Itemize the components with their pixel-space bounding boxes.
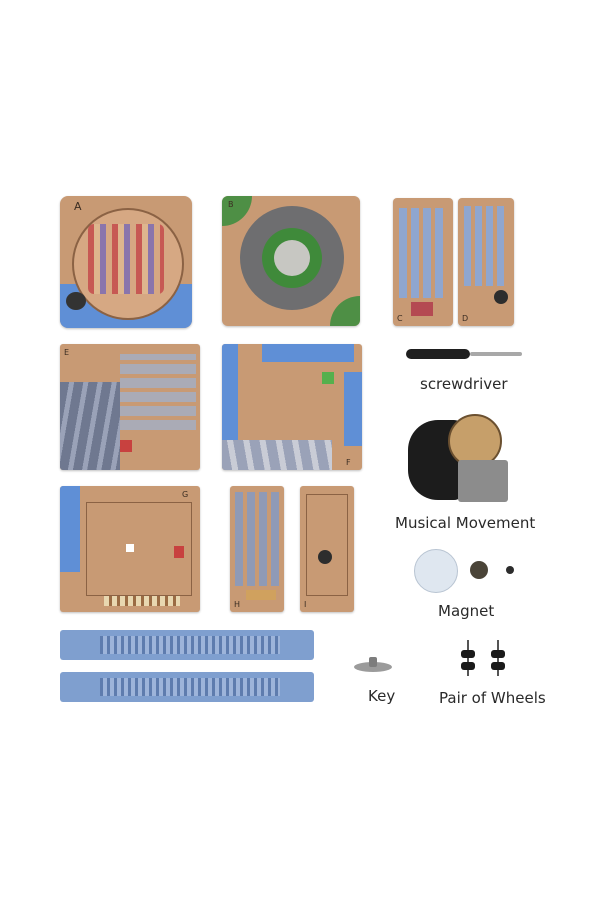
panel-g-base-outline [86, 502, 192, 596]
key-image [354, 657, 392, 677]
movement-metal-plate [458, 460, 508, 502]
panel-f-grey-street [222, 440, 332, 470]
wood-panel-d: D [458, 198, 514, 326]
wood-panel-i: I [300, 486, 354, 612]
key-label: Key [368, 687, 396, 705]
panel-g-center-hole [126, 544, 134, 552]
magnet-disc [470, 561, 488, 579]
skyline-strip-top [60, 630, 314, 660]
panel-f-blue-left [222, 344, 238, 440]
panel-f-letter: F [346, 458, 351, 467]
panel-g-base-buildings [104, 596, 180, 606]
panel-e-red-sign [120, 440, 132, 452]
magnet-image [414, 549, 524, 593]
panel-d-letter: D [462, 314, 469, 323]
panel-e-letter: E [64, 348, 70, 357]
magnet-label: Magnet [438, 602, 495, 620]
musical-movement-image [408, 414, 512, 506]
panel-g-red-sign [174, 546, 184, 558]
panel-c-red-detail [411, 302, 433, 316]
panel-c-blue-slats [399, 208, 447, 298]
wood-panel-g: G [60, 486, 200, 612]
musical-movement-label: Musical Movement [395, 514, 536, 532]
key-stem [369, 657, 377, 667]
panel-f-blue-right [344, 372, 362, 446]
wood-panel-f: F [222, 344, 362, 470]
wood-panel-b: B [222, 196, 360, 326]
panel-e-building-blocks [120, 354, 196, 430]
panel-h-bottom-detail [246, 590, 276, 600]
skyline-strip-top-pattern [100, 636, 280, 654]
screwdriver-shaft [470, 352, 522, 356]
key-head [354, 662, 392, 672]
panel-g-blue-left [60, 486, 80, 572]
panel-a-letter: A [74, 200, 82, 213]
screwdriver-handle [406, 349, 470, 359]
panel-a-buildings [88, 224, 164, 294]
wheel-left-top [461, 650, 475, 658]
wheel-left-axle [467, 640, 469, 676]
skyline-strip-bottom [60, 672, 314, 702]
panel-g-letter: G [182, 490, 189, 499]
panel-i-letter: I [304, 600, 307, 609]
wheel-right-bottom [491, 662, 505, 670]
panel-h-slats [235, 492, 279, 586]
wheel-left-bottom [461, 662, 475, 670]
wheel-right-axle [497, 640, 499, 676]
wood-panel-e: E [60, 344, 200, 470]
skyline-strip-bottom-pattern [100, 678, 280, 696]
panel-i-round-part [318, 550, 332, 564]
wood-panel-h: H [230, 486, 284, 612]
magnet-small-disc [506, 566, 514, 574]
screwdriver-label: screwdriver [420, 375, 508, 393]
panel-b-green-corner [222, 196, 252, 226]
panel-i-frame [306, 494, 348, 596]
screwdriver-image [406, 348, 522, 360]
panel-e-grey-rooftops [60, 382, 120, 470]
panel-f-green-square [322, 372, 334, 384]
magnet-clear-case [414, 549, 458, 593]
panel-d-blue-slats [464, 206, 508, 286]
panel-b-letter: B [228, 200, 234, 209]
wheels-label: Pair of Wheels [439, 689, 546, 707]
panel-b-plaza [274, 240, 310, 276]
wood-panel-a: A [60, 196, 192, 328]
panel-h-letter: H [234, 600, 241, 609]
panel-b-green-corner-2 [330, 296, 360, 326]
panel-a-coin [66, 292, 86, 310]
panel-d-round-part [494, 290, 508, 304]
wheels-image [458, 640, 508, 676]
panel-f-blue-top [262, 344, 354, 362]
wood-panel-c: C [393, 198, 453, 326]
wheel-right-top [491, 650, 505, 658]
panel-c-letter: C [397, 314, 403, 323]
